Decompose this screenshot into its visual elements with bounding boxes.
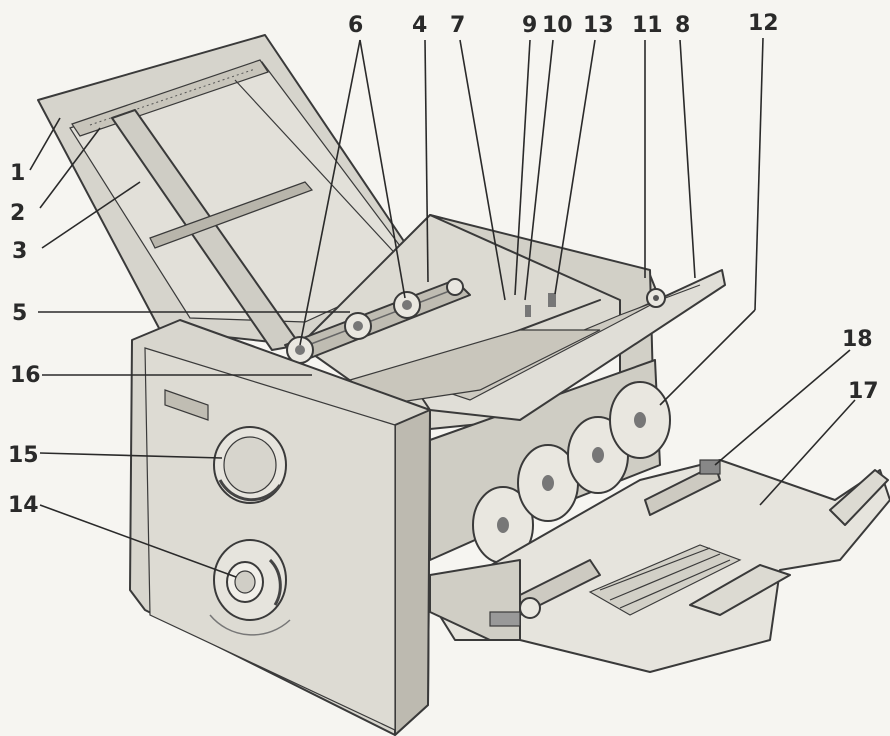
callout-7: 7 [450,13,465,38]
callout-17: 17 [848,379,879,404]
callout-4: 4 [412,13,427,38]
callout-14: 14 [8,493,39,518]
feed-tray [37,34,431,351]
delivery-wheels [472,381,671,564]
callout-1: 1 [10,161,25,186]
callout-16: 16 [10,363,41,388]
callout-6: 6 [348,13,363,38]
feed-rollers [284,278,471,364]
leader-lines [29,37,856,578]
callout-2: 2 [10,201,25,226]
control-panel [129,319,431,736]
callout-12: 12 [748,11,779,36]
callout-8: 8 [675,13,690,38]
callout-10: 10 [542,13,573,38]
callout-5: 5 [12,301,27,326]
callout-13: 13 [583,13,614,38]
delivery-tray [429,459,890,673]
callout-labels: 1 2 3 4 5 6 7 8 9 10 11 12 13 14 15 16 1… [8,11,879,518]
callout-9: 9 [522,13,537,38]
callout-15: 15 [8,443,39,468]
callout-11: 11 [632,13,663,38]
callout-3: 3 [12,239,27,264]
callout-18: 18 [842,327,873,352]
